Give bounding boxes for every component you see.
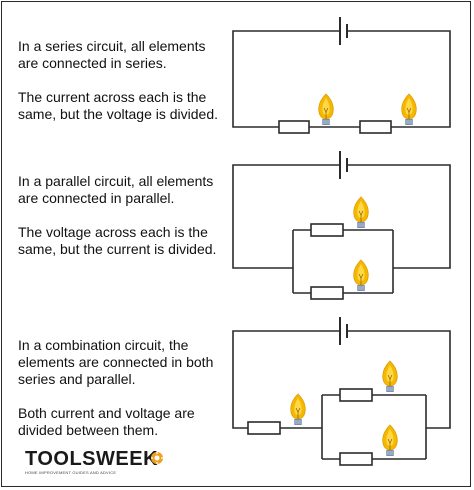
series-bulb-1-icon — [318, 93, 334, 126]
parallel-description: In a parallel circuit, all elements are … — [18, 173, 223, 275]
combination-bulb-2-icon — [382, 424, 398, 457]
parallel-resistor-1 — [310, 223, 344, 237]
combination-text-1: In a combination circuit, the elements a… — [18, 337, 214, 387]
combination-text-2: Both current and voltage are divided bet… — [18, 405, 195, 438]
combination-wire-outer — [232, 330, 451, 429]
parallel-circuit — [232, 151, 451, 300]
series-circuit — [232, 17, 451, 134]
brand-logo: TOOLSWEEK HOME IMPROVEMENT GUIDES AND AD… — [25, 449, 165, 475]
series-wire — [232, 30, 451, 128]
series-text-2: The current across each is the same, but… — [18, 89, 219, 122]
parallel-text-2: The voltage across each is the same, but… — [18, 224, 217, 257]
series-resistor-2 — [359, 120, 392, 134]
combination-bulb-series-icon — [290, 393, 306, 426]
combination-resistor-2 — [339, 452, 373, 466]
series-text-1: In a series circuit, all elements are co… — [18, 38, 206, 71]
logo-wordmark: TOOLSWEEK — [25, 448, 159, 470]
combination-bulb-1-icon — [382, 360, 398, 393]
combination-resistor-1 — [339, 388, 373, 402]
parallel-text-1: In a parallel circuit, all elements are … — [18, 173, 214, 206]
combination-resistor-series — [247, 421, 281, 435]
parallel-wire-outer — [232, 164, 451, 269]
gear-badge-icon — [151, 452, 163, 464]
parallel-resistor-2 — [310, 286, 344, 300]
parallel-bulb-2-icon — [353, 259, 369, 292]
parallel-bulb-1-icon — [353, 196, 369, 229]
series-resistor-1 — [278, 120, 310, 134]
combination-circuit — [232, 317, 451, 466]
series-description: In a series circuit, all elements are co… — [18, 38, 223, 140]
logo-tagline: HOME IMPROVEMENT GUIDES AND ADVICE — [25, 470, 117, 475]
series-bulb-2-icon — [401, 93, 417, 126]
combination-description: In a combination circuit, the elements a… — [18, 337, 223, 456]
